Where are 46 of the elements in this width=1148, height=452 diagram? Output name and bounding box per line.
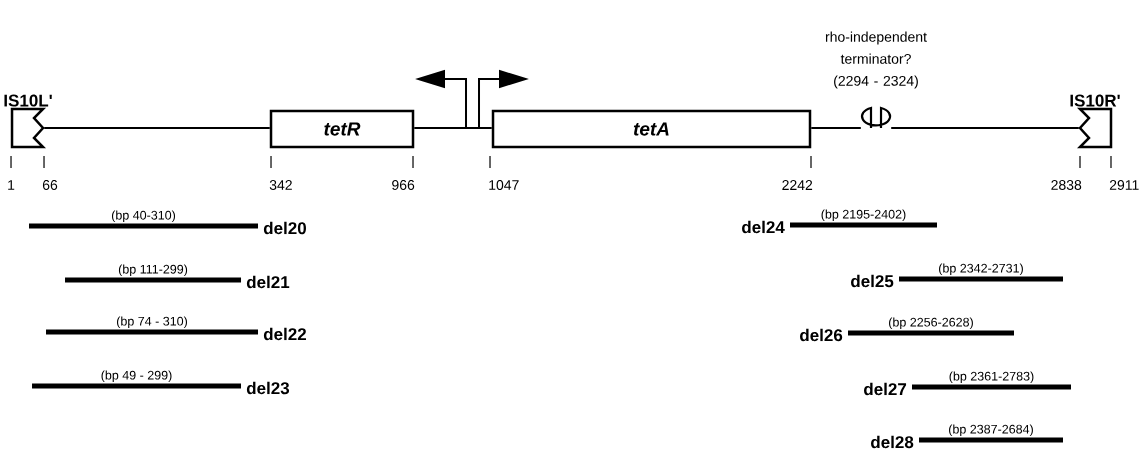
position-tick: 2838 <box>1051 155 1082 190</box>
position-tick: 2911 <box>1109 155 1139 190</box>
node-label: (bp 40-310) <box>111 210 176 223</box>
deletion-name: del23 <box>246 381 290 395</box>
deletion-bar: (bp 74 - 310) <box>46 316 258 335</box>
backbone-line <box>890 127 1080 129</box>
gene-box: tetR <box>269 109 415 149</box>
position-tick: 1 <box>8 155 15 190</box>
node-label: (bp 2387-2684) <box>949 424 1033 437</box>
node-label: (bp 2342-2731) <box>939 263 1023 276</box>
node-label: (bp 2361-2783) <box>949 371 1034 384</box>
backbone-line <box>43 127 271 129</box>
deletion-bar: (bp 49 - 299) <box>32 370 241 389</box>
position-tick: 2242 <box>782 155 813 190</box>
position-tick: 1047 <box>489 155 519 190</box>
deletion-bar: (bp 2256-2628) <box>848 317 1014 336</box>
node-label: IS10R' <box>1070 94 1120 107</box>
gene-box: tetA <box>491 109 812 149</box>
deletion-bar: (bp 2387-2684) <box>919 424 1063 443</box>
node-label: (bp 74 - 310) <box>117 316 187 329</box>
deletion-name: del26 <box>800 328 843 342</box>
insertion-sequence-end: IS10L' <box>4 94 52 149</box>
position-tick: 342 <box>269 155 292 190</box>
backbone-line <box>413 127 493 129</box>
deletion-name: del21 <box>246 275 290 289</box>
deletion-bar: (bp 2195-2402) <box>790 209 937 228</box>
deletion-name: del20 <box>263 221 306 235</box>
deletion-bar: (bp 111-299) <box>65 264 241 283</box>
deletion-bar: (bp 40-310) <box>29 210 258 229</box>
node-label: (bp 49 - 299) <box>101 370 172 383</box>
node-label: IS10L' <box>4 94 52 107</box>
deletion-name: del25 <box>851 274 894 288</box>
deletion-bar: (bp 2342-2731) <box>899 263 1063 282</box>
deletion-bar: (bp 2361-2783) <box>912 371 1071 390</box>
node-label: (bp 2195-2402) <box>821 209 906 222</box>
deletion-name: del24 <box>742 220 785 234</box>
insertion-sequence-end: IS10R' <box>1070 94 1120 149</box>
deletion-name: del28 <box>871 435 914 449</box>
deletion-name: del27 <box>864 382 907 396</box>
position-tick: 66 <box>42 155 58 190</box>
deletion-name: del22 <box>263 327 306 341</box>
node-label: (bp 111-299) <box>118 264 188 277</box>
terminator-hairpin: rho-independent terminator? (2294 - 2324) <box>825 31 927 128</box>
backbone-line <box>810 127 862 129</box>
node-label: (bp 2256-2628) <box>889 317 973 330</box>
position-tick: 966 <box>392 155 415 190</box>
